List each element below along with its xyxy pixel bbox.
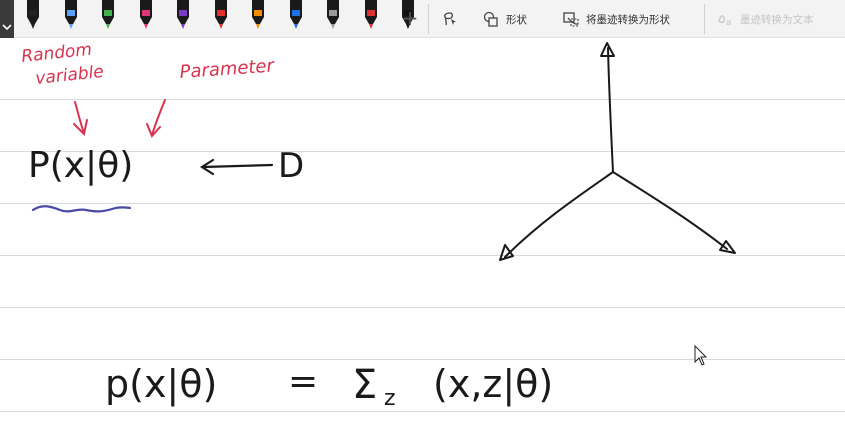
ink-to-text-button[interactable]: a 墨迹转换为文本 (716, 8, 814, 30)
lasso-select-icon (444, 12, 456, 26)
expression-equals: = (288, 361, 318, 402)
pen-black-icon[interactable] (401, 0, 415, 30)
shapes-button[interactable]: 形状 (482, 8, 527, 30)
ink-to-text-label: 墨迹转换为文本 (740, 13, 814, 26)
expression-likelihood: P(x|θ) (28, 145, 133, 186)
annotation-arrow-random (73, 101, 88, 137)
toolbar-divider (428, 4, 429, 34)
arrow-left-to-d (199, 158, 274, 176)
pen-black-icon[interactable] (26, 0, 40, 30)
mouse-cursor-icon (694, 344, 708, 366)
pen-red-icon[interactable] (214, 0, 228, 30)
ink-to-text-icon: a (718, 15, 732, 28)
expression-marginal-right: (x,z|θ) (433, 362, 553, 407)
svg-text:a: a (726, 18, 732, 28)
toolbar-collapse-tab[interactable] (0, 0, 14, 38)
pen-green-icon[interactable] (101, 0, 115, 30)
expression-marginal-left: p(x|θ) (105, 362, 217, 407)
annotation-variable: variable (34, 62, 104, 89)
annotation-arrow-parameter (146, 99, 166, 138)
notebook-page[interactable] (0, 38, 845, 423)
annotation-random: Random (20, 40, 92, 67)
shapes-icon (483, 11, 498, 27)
pen-red-icon[interactable] (364, 0, 378, 30)
toolbar-divider (704, 4, 705, 34)
pen-orange-icon[interactable] (251, 0, 265, 30)
pen-black-icon[interactable] (64, 0, 78, 30)
lasso-select-button[interactable] (440, 8, 458, 30)
pen-blue-icon[interactable] (289, 0, 303, 30)
underline-squiggle (31, 205, 132, 213)
pen-magenta-icon[interactable] (139, 0, 153, 30)
pen-purple-icon[interactable] (176, 0, 190, 30)
axes-diagram (499, 42, 736, 261)
ink-to-shape-button[interactable]: 将墨迹转换为形状 (562, 8, 670, 30)
ink-to-shape-icon (563, 12, 579, 27)
chevron-down-icon (2, 24, 12, 31)
add-pen-button[interactable]: + (401, 6, 419, 30)
ink-to-shape-label: 将墨迹转换为形状 (586, 13, 670, 26)
expression-data-d: D (278, 146, 304, 186)
shapes-label: 形状 (506, 13, 527, 26)
pen-grey-icon[interactable] (326, 0, 340, 30)
expression-sum-subscript: z (384, 386, 396, 411)
annotation-parameter: Parameter (179, 55, 276, 83)
draw-toolbar: + 形状 将墨迹转换为形状 a 墨迹转换为文本 (0, 0, 845, 38)
expression-sum: Σ (352, 362, 377, 408)
